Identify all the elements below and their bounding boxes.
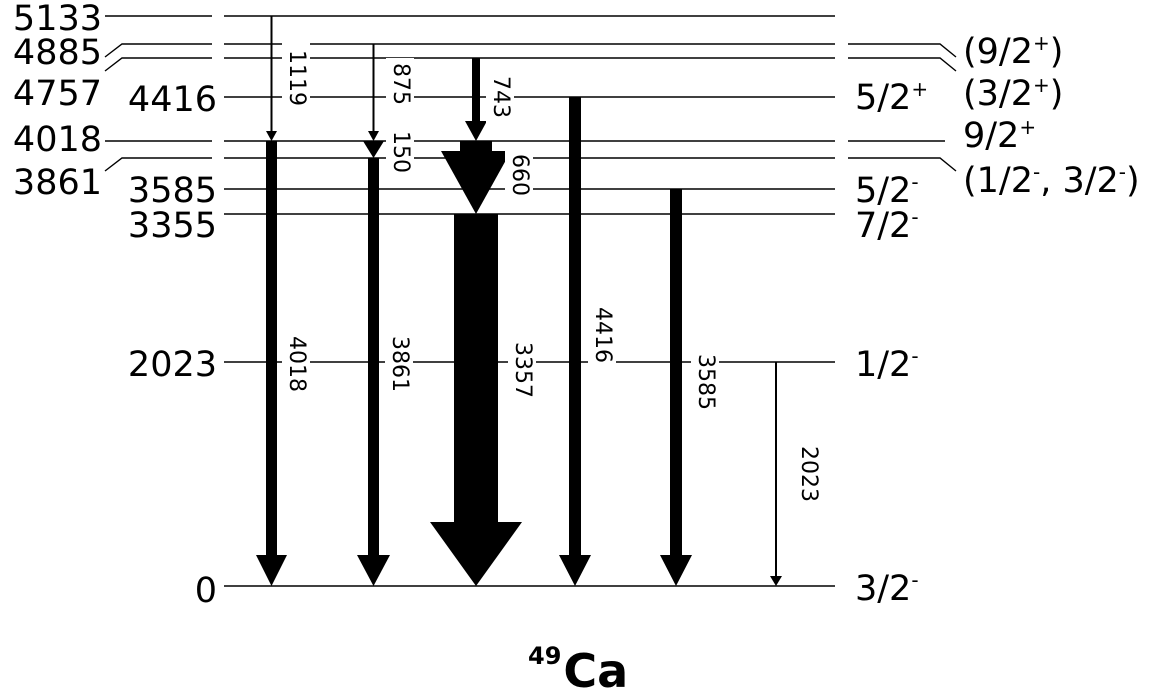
level-energy-2023: 2023 bbox=[128, 345, 217, 385]
gamma-label-660-group: 660 bbox=[505, 149, 533, 201]
transition-arrow-3585 bbox=[660, 189, 692, 586]
gamma-label-875-group: 875 bbox=[386, 58, 414, 110]
level-energy-labels: 5133 4885 4757 4416 4018 3861 3585 3355 … bbox=[13, 0, 217, 611]
spin-label-4885: (9/2+) bbox=[963, 31, 1063, 72]
gamma-label-875: 875 bbox=[388, 63, 413, 105]
transition-arrow-2023 bbox=[770, 362, 782, 586]
spin-label-4018: 9/2+ bbox=[963, 115, 1036, 156]
gamma-label-1119: 1119 bbox=[284, 50, 309, 106]
gamma-label-3357: 3357 bbox=[510, 342, 535, 398]
level-lines bbox=[104, 15, 957, 587]
spin-label-4757: (3/2+) bbox=[963, 73, 1063, 114]
level-line-4757-right bbox=[848, 57, 957, 72]
level-energy-0: 0 bbox=[195, 571, 217, 611]
spin-label-3861: (1/2-, 3/2-) bbox=[963, 160, 1140, 201]
transition-arrow-1119 bbox=[266, 16, 277, 141]
gamma-label-3861: 3861 bbox=[387, 336, 412, 392]
gamma-label-2023-group: 2023 bbox=[794, 438, 822, 510]
transition-arrow-743 bbox=[465, 58, 487, 141]
transition-arrow-3861 bbox=[357, 158, 390, 586]
level-line-3861-left bbox=[104, 157, 212, 172]
gamma-label-150-group: 150 bbox=[386, 126, 414, 178]
spin-label-0: 3/2- bbox=[855, 568, 919, 609]
nucleus-label: 49Ca bbox=[528, 642, 628, 688]
level-energy-4885: 4885 bbox=[13, 33, 102, 73]
gamma-label-2023: 2023 bbox=[796, 446, 821, 502]
nucleus-mass-number: 49 bbox=[528, 642, 561, 670]
transition-labels: 1119 4018 875 3861 150 743 660 3357 bbox=[282, 42, 822, 510]
gamma-label-660: 660 bbox=[507, 154, 532, 196]
level-line-4757-left bbox=[104, 57, 212, 72]
spin-label-3355: 7/2- bbox=[855, 205, 919, 246]
transition-arrow-875 bbox=[368, 44, 379, 141]
level-energy-4018: 4018 bbox=[13, 120, 102, 160]
gamma-label-3357-group: 3357 bbox=[508, 334, 536, 406]
gamma-label-3861-group: 3861 bbox=[385, 328, 413, 400]
transition-arrow-3357 bbox=[430, 214, 522, 586]
spin-label-3585: 5/2- bbox=[855, 170, 919, 211]
transition-arrow-4416 bbox=[559, 97, 591, 586]
transition-arrows bbox=[256, 16, 782, 586]
level-energy-4757: 4757 bbox=[13, 74, 102, 114]
level-energy-4416: 4416 bbox=[128, 80, 217, 120]
level-energy-3585: 3585 bbox=[128, 171, 217, 211]
level-line-4885-left bbox=[104, 43, 212, 58]
spin-label-4416: 5/2+ bbox=[855, 77, 928, 118]
level-spin-labels: (9/2+) (3/2+) 5/2+ 9/2+ (1/2-, 3/2-) 5/2… bbox=[855, 31, 1140, 609]
nucleus-symbol: Ca bbox=[563, 644, 628, 688]
level-energy-3861: 3861 bbox=[13, 163, 102, 203]
level-line-4885-right bbox=[848, 43, 957, 58]
gamma-label-4416-group: 4416 bbox=[588, 299, 616, 371]
gamma-label-4018-group: 4018 bbox=[282, 328, 310, 400]
level-energy-3355: 3355 bbox=[128, 206, 217, 246]
gamma-label-4416: 4416 bbox=[590, 307, 615, 363]
gamma-label-743: 743 bbox=[488, 76, 513, 118]
level-line-3861-right bbox=[848, 157, 957, 172]
gamma-label-4018: 4018 bbox=[284, 336, 309, 392]
transition-arrow-660 bbox=[441, 141, 511, 214]
gamma-label-3585-group: 3585 bbox=[691, 346, 719, 418]
gamma-label-743-group: 743 bbox=[486, 71, 514, 123]
gamma-label-3585: 3585 bbox=[693, 354, 718, 410]
transition-arrow-150 bbox=[363, 141, 384, 158]
level-energy-5133: 5133 bbox=[13, 0, 102, 39]
gamma-label-1119-group: 1119 bbox=[282, 42, 310, 114]
spin-label-2023: 1/2- bbox=[855, 344, 919, 385]
transition-arrow-4018 bbox=[256, 141, 287, 586]
gamma-label-150: 150 bbox=[388, 131, 413, 173]
